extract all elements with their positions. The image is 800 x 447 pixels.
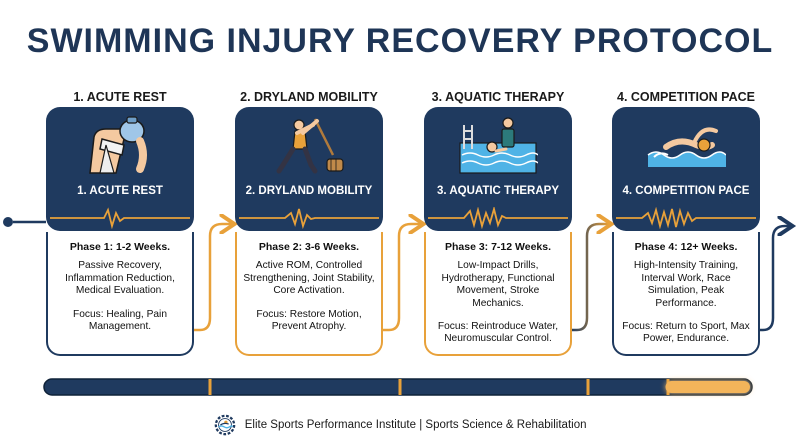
- phase-body: Low-Impact Drills, Hydrotherapy, Functio…: [441, 260, 555, 309]
- phase-header-box: 2. DRYLAND MOBILITY: [235, 107, 383, 231]
- phase-header-box: 3. AQUATIC THERAPY: [424, 107, 572, 231]
- footer-text: Elite Sports Performance Institute | Spo…: [244, 419, 587, 431]
- phase-box-title: 2. DRYLAND MOBILITY: [245, 185, 373, 197]
- phase-card-2: 2. DRYLAND MOBILITY 2. DRYLAND MOBILITY …: [235, 90, 383, 356]
- phase-body: High-Intensity Training, Interval Work, …: [633, 260, 739, 309]
- flow-start-dot: [3, 217, 13, 227]
- footer: Elite Sports Performance Institute | Spo…: [0, 414, 800, 436]
- phase-description: Phase 1: 1-2 Weeks. Passive Recovery, In…: [46, 232, 194, 356]
- injured-arm-ice-pack-icon: [89, 116, 147, 174]
- phase-description: Phase 2: 3-6 Weeks. Active ROM, Controll…: [235, 232, 383, 356]
- heartbeat-line-icon: [616, 207, 756, 229]
- progress-fill: [665, 381, 750, 393]
- stretching-athlete-icon: [276, 118, 344, 174]
- phase-body: Passive Recovery, Inflammation Reduction…: [65, 260, 175, 297]
- phase-card-3: 3. AQUATIC THERAPY 3. AQUATIC THERAPY Ph…: [424, 90, 572, 356]
- phase-focus: Focus: Return to Sport, Max Power, Endur…: [622, 321, 750, 345]
- phase-heading: Phase 3: 7-12 Weeks.: [444, 241, 552, 253]
- phase-card-4: 4. COMPETITION PACE 4. COMPETITION PACE …: [612, 90, 760, 356]
- phase-heading: Phase 1: 1-2 Weeks.: [69, 241, 171, 253]
- phase-focus: Focus: Reintroduce Water, Neuromuscular …: [437, 321, 559, 345]
- phase-card-1: 1. ACUTE REST 1. ACUTE REST Phase 1: 1-2…: [46, 90, 194, 356]
- phase-heading: Phase 4: 12+ Weeks.: [634, 241, 738, 253]
- phase-focus: Focus: Healing, Pain Management.: [72, 308, 167, 333]
- swimmer-freestyle-icon: [647, 127, 726, 167]
- heartbeat-line-icon: [428, 207, 568, 229]
- progress-track: [43, 378, 753, 396]
- gear-swimmer-logo-icon: [214, 414, 235, 436]
- phase-description: Phase 3: 7-12 Weeks. Low-Impact Drills, …: [424, 232, 572, 356]
- phase-box-title: 4. COMPETITION PACE: [622, 185, 750, 197]
- progress-tick: [586, 379, 590, 395]
- phase-description: Phase 4: 12+ Weeks. High-Intensity Train…: [612, 232, 760, 356]
- progress-tick: [398, 379, 402, 395]
- phase-focus: Focus: Restore Motion, Prevent Atrophy.: [256, 308, 362, 333]
- phase-header-box: 1. ACUTE REST: [46, 107, 194, 231]
- phase-box-title: 3. AQUATIC THERAPY: [436, 185, 560, 197]
- phase-body: Active ROM, Controlled Strengthening, Jo…: [243, 260, 375, 297]
- phase-label: 3. AQUATIC THERAPY: [431, 90, 565, 104]
- phase-label: 4. COMPETITION PACE: [617, 90, 755, 104]
- phase-box-title: 1. ACUTE REST: [77, 185, 163, 197]
- phase-label: 2. DRYLAND MOBILITY: [240, 90, 378, 104]
- phase-label: 1. ACUTE REST: [73, 90, 167, 104]
- phase-header-box: 4. COMPETITION PACE: [612, 107, 760, 231]
- progress-tick: [208, 379, 212, 395]
- phase-heading: Phase 2: 3-6 Weeks.: [258, 241, 360, 253]
- page-title: SWIMMING INJURY RECOVERY PROTOCOL: [26, 22, 774, 60]
- heartbeat-line-icon: [50, 207, 190, 229]
- heartbeat-line-icon: [239, 208, 379, 229]
- progress-timeline: [43, 378, 753, 396]
- pool-therapy-icon: [459, 117, 538, 174]
